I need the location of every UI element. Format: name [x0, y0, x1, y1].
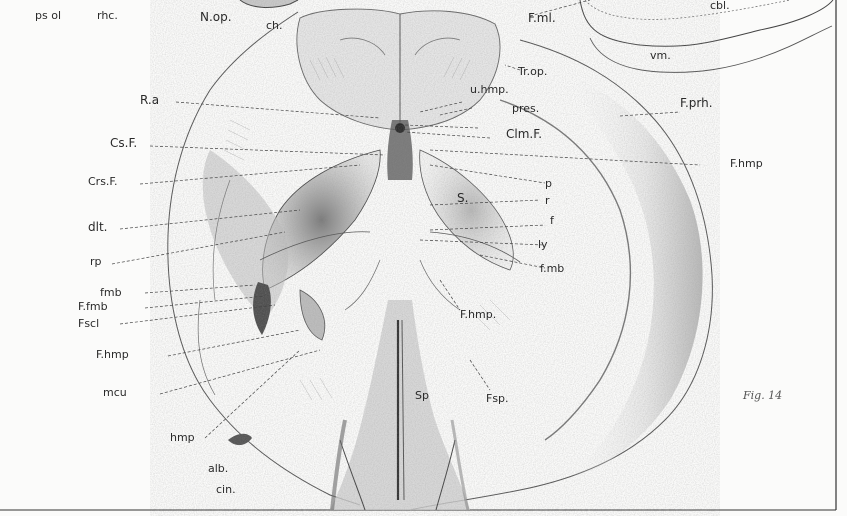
label-f-fmb: F.fmb	[78, 301, 108, 312]
label-n-op: N.op.	[200, 11, 232, 23]
label-f-mb-right: f.mb	[540, 263, 564, 274]
label-hmp: hmp	[170, 432, 195, 443]
figure-caption: Fig. 14	[743, 390, 782, 401]
label-f-hmp-center: F.hmp.	[460, 309, 496, 320]
label-rp: rp	[90, 256, 102, 267]
label-clm-f: Clm.F.	[506, 128, 542, 140]
label-rhc: rhc.	[97, 10, 118, 21]
label-f-sp: Fsp.	[486, 393, 509, 404]
label-p: p	[545, 178, 552, 189]
label-mcu: mcu	[103, 387, 127, 398]
label-tr-op: Tr.op.	[518, 66, 547, 77]
label-cbl: cbl.	[710, 0, 730, 11]
label-fmb: fmb	[100, 287, 122, 298]
label-f-hmp-left: F.hmp	[96, 349, 129, 360]
label-u-hmp: u.hmp.	[470, 84, 509, 95]
label-vm: vm.	[650, 50, 671, 61]
label-cs-f: Cs.F.	[110, 137, 137, 149]
label-ch: ch.	[266, 20, 283, 31]
label-f-hmp-right: F.hmp	[730, 158, 763, 169]
label-ly: ly	[538, 239, 548, 250]
label-sp: Sp	[415, 390, 429, 401]
label-dlt: dlt.	[88, 221, 107, 233]
label-alb: alb.	[208, 463, 228, 474]
label-ps-ol: ps ol	[35, 10, 61, 21]
label-r: r	[545, 195, 550, 206]
label-crs-f: Crs.F.	[88, 176, 118, 187]
label-cin: cin.	[216, 484, 236, 495]
label-f-ml: F.ml.	[528, 12, 556, 24]
label-fscl: Fscl	[78, 318, 99, 329]
label-s: S.	[457, 192, 468, 204]
label-r-a: R.a	[140, 94, 159, 106]
label-f: f	[550, 215, 554, 226]
label-f-prh: F.prh.	[680, 97, 713, 109]
label-pres: pres.	[512, 103, 539, 114]
